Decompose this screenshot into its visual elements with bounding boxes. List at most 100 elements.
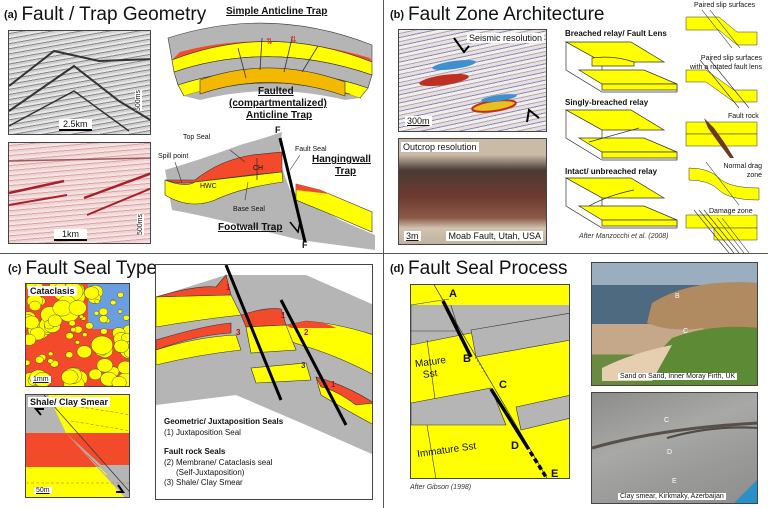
fault-type-label-drag: Normal drag zone (723, 163, 762, 179)
seismic-resolution-image: Seismic resolution 300m (398, 29, 547, 132)
sand-grain (117, 360, 129, 375)
damage-zone-diagram (685, 209, 758, 254)
seismic-image-1: 2.5km 500ms (8, 30, 151, 135)
sand-grain (26, 359, 31, 366)
svg-text:⇅: ⇅ (290, 35, 297, 44)
top-seal-label: Top Seal (183, 134, 211, 141)
relay-label-intact: Intact/ unbreached relay (565, 167, 658, 176)
panel-d: (d)Fault Seal Process A B C D E Mature S… (384, 254, 768, 508)
sand-grain (68, 320, 76, 327)
photo-kirkmaky: C D E Clay smear, Kirkmaky, Azerbaijan (591, 392, 758, 504)
photo2-point-d: D (667, 449, 673, 456)
point-c: C (499, 379, 507, 391)
seismic-scale: 300m (405, 116, 432, 126)
manzocchi-citation: After Manzocchi et al. (2008) (579, 233, 669, 240)
fault-line-2 (279, 299, 348, 426)
sand-grain (88, 368, 102, 381)
panel-a-tag: (a) (4, 9, 18, 21)
sand-grain (90, 335, 113, 355)
fault-label-bottom: F (302, 240, 308, 250)
fault-type-diagrams (685, 9, 760, 254)
photo1-point-b: B (675, 293, 680, 300)
sand-grain (47, 314, 63, 327)
hwc-label: HWC (200, 183, 217, 190)
seal-num-1b: 1 (281, 311, 286, 320)
seismic2-scale-h: 1km (54, 229, 88, 241)
photo2-point-e: E (672, 478, 677, 485)
cataclasis-image: Cataclasis 1mm (25, 283, 130, 387)
relay-label-breached: Breached relay/ Fault Lens (565, 29, 667, 38)
seismic-resolution-label: Seismic resolution (466, 33, 544, 43)
fault-arrow-up-icon (33, 408, 44, 416)
sand-grain (35, 356, 44, 364)
seismic-anticline-horizons (9, 49, 150, 132)
panel-b-title: (b)Fault Zone Architecture (390, 4, 605, 25)
sand-grain (100, 328, 108, 335)
seal-num-2: 2 (304, 328, 309, 337)
seal-num-3a: 3 (236, 328, 241, 337)
photo2-point-c: C (664, 417, 670, 424)
sand-grain (65, 351, 74, 359)
outcrop-caption: Moab Fault, Utah, USA (446, 231, 543, 241)
fault-rock-diagram (685, 118, 758, 158)
point-e: E (551, 468, 559, 479)
sand-grain (96, 358, 114, 373)
cataclasis-scale: 1mm (31, 376, 51, 383)
sand-grain (83, 286, 100, 300)
simple-anticline-title: Simple Anticline Trap (226, 6, 328, 17)
base-seal-label: Base Seal (233, 206, 265, 213)
seal-num-3b: 3 (301, 361, 306, 370)
sand-grain (123, 315, 129, 321)
sand-grain (75, 340, 81, 345)
fault-type-label-lens: Paired slip surfaces with a rotated faul… (690, 55, 762, 71)
faulted-anticline-line3: Anticline Trap (246, 110, 313, 121)
sand-grain (47, 358, 54, 364)
faulted-anticline-line2: (compartmentalized) (229, 98, 327, 109)
rotated-lens-diagram (685, 59, 758, 109)
panel-c: (c)Fault Seal Type Cataclasis 1mm Shale/… (0, 254, 383, 508)
panel-d-title: (d)Fault Seal Process (390, 258, 568, 279)
sand-grain (93, 310, 100, 316)
relay-block-singly (564, 109, 678, 161)
photo2-caption: Clay smear, Kirkmaky, Azerbaijan (618, 493, 726, 500)
sand-grain (82, 332, 88, 338)
seismic1-scale-h: 2.5km (59, 119, 92, 131)
sand-grain (99, 315, 109, 323)
clay-smear-image: Shale/ Clay Smear 50m (25, 394, 130, 498)
sand-grain (98, 307, 109, 316)
mature-sst-line2: Sst (422, 368, 439, 381)
clay-smear-diagram (26, 395, 129, 497)
spill-point-label: Spill point (158, 153, 189, 160)
sand-grain (110, 300, 117, 306)
photo1-caption: Sand on Sand, Inner Moray Firth, UK (618, 373, 738, 380)
fault-seal-process-diagram: A B C D E Mature Sst Immature Sst (410, 284, 570, 479)
legend-rock-heading: Fault rock Seals (164, 447, 226, 456)
anticline-diagram: ⇅ ⇅ (167, 22, 373, 100)
photo1-point-c: C (683, 328, 689, 335)
fault-line-1 (224, 265, 283, 401)
sand-grain (111, 376, 127, 386)
sand-grain (48, 351, 54, 357)
sand-grain (79, 314, 84, 319)
ch-label: CH (253, 165, 264, 172)
seal-num-1c: 1 (331, 380, 336, 389)
gibson-citation: After Gibson (1998) (410, 484, 472, 491)
sand-grain (117, 292, 124, 298)
sand-grain (28, 300, 42, 312)
fault-arrow-down-icon (116, 484, 125, 493)
panel-b: (b)Fault Zone Architecture Seismic resol… (384, 0, 768, 254)
faulted-anticline-line1: Faulted (258, 86, 294, 97)
smear-scale: 50m (34, 487, 52, 494)
legend-rock-2b: (Self-Juxtaposition) (176, 468, 245, 477)
relay-label-singly: Singly-breached relay (565, 98, 649, 107)
fault-rock-icon (704, 118, 734, 158)
sand-grain (85, 322, 94, 330)
panel-a-title: (a)Fault / Trap Geometry (4, 4, 207, 25)
outcrop-scale: 3m (404, 231, 421, 241)
panel-a: (a)Fault / Trap Geometry 2.5km 500ms 1km… (0, 0, 383, 253)
cataclasis-label: Cataclasis (28, 286, 77, 296)
sand-grain (26, 333, 36, 346)
seal-type-diagram: 1 1 1 2 3 3 Geometric/ Juxtaposition Sea… (155, 264, 373, 500)
hangingwall-trap-line1: Hangingwall (312, 154, 371, 165)
photo-moray-firth: B C Sand on Sand, Inner Moray Firth, UK (591, 262, 758, 386)
